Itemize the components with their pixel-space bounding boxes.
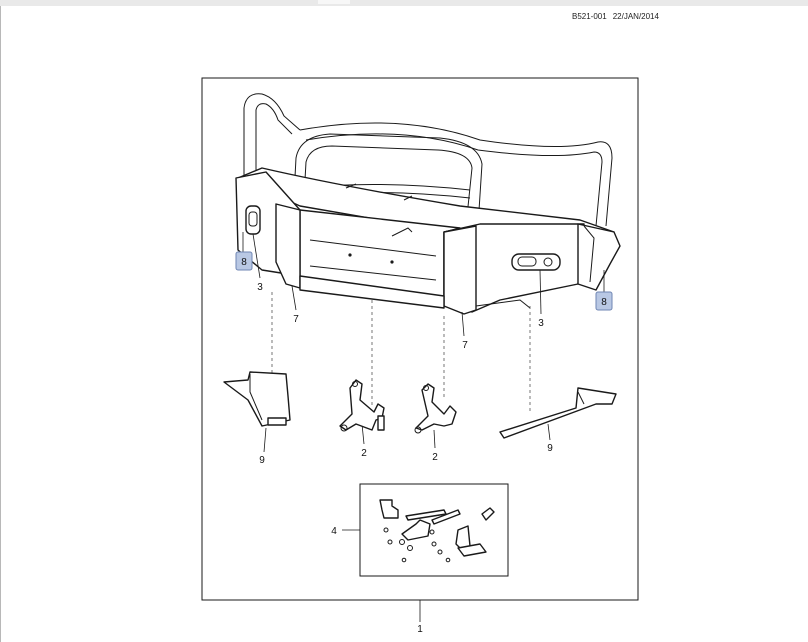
callout-7-right: 7 — [462, 340, 468, 351]
callout-9-right: 9 — [547, 443, 553, 454]
callout-badge-right[interactable] — [595, 291, 613, 311]
plate-left — [223, 371, 291, 427]
callout-3-right: 3 — [538, 318, 544, 329]
hardware-kit-items — [379, 499, 495, 563]
callout-3-left: 3 — [257, 282, 263, 293]
viewer-tab — [318, 0, 350, 4]
doc-date: 22/JAN/2014 — [612, 12, 659, 21]
hardware-kit-box — [359, 483, 509, 577]
callout-2-right: 2 — [432, 452, 438, 463]
bullbar-illustration — [235, 93, 621, 315]
doc-code: B521-001 — [572, 12, 607, 21]
document-header: B521-001 22/JAN/2014 — [572, 12, 659, 21]
bracket-right — [414, 383, 457, 434]
callout-2-left: 2 — [361, 448, 367, 459]
callout-badge-left[interactable] — [235, 251, 253, 271]
callout-1: 1 — [417, 624, 423, 635]
bracket-left — [339, 379, 385, 432]
callout-8-left[interactable]: 8 — [241, 257, 247, 268]
callout-7-left: 7 — [293, 314, 299, 325]
callout-4: 4 — [331, 526, 337, 537]
viewer-top-bar — [0, 0, 808, 6]
callout-8-right[interactable]: 8 — [601, 297, 607, 308]
plate-right — [499, 387, 617, 439]
leader-lines — [242, 232, 605, 622]
callout-9-left: 9 — [259, 455, 265, 466]
page-left-edge — [0, 6, 1, 642]
